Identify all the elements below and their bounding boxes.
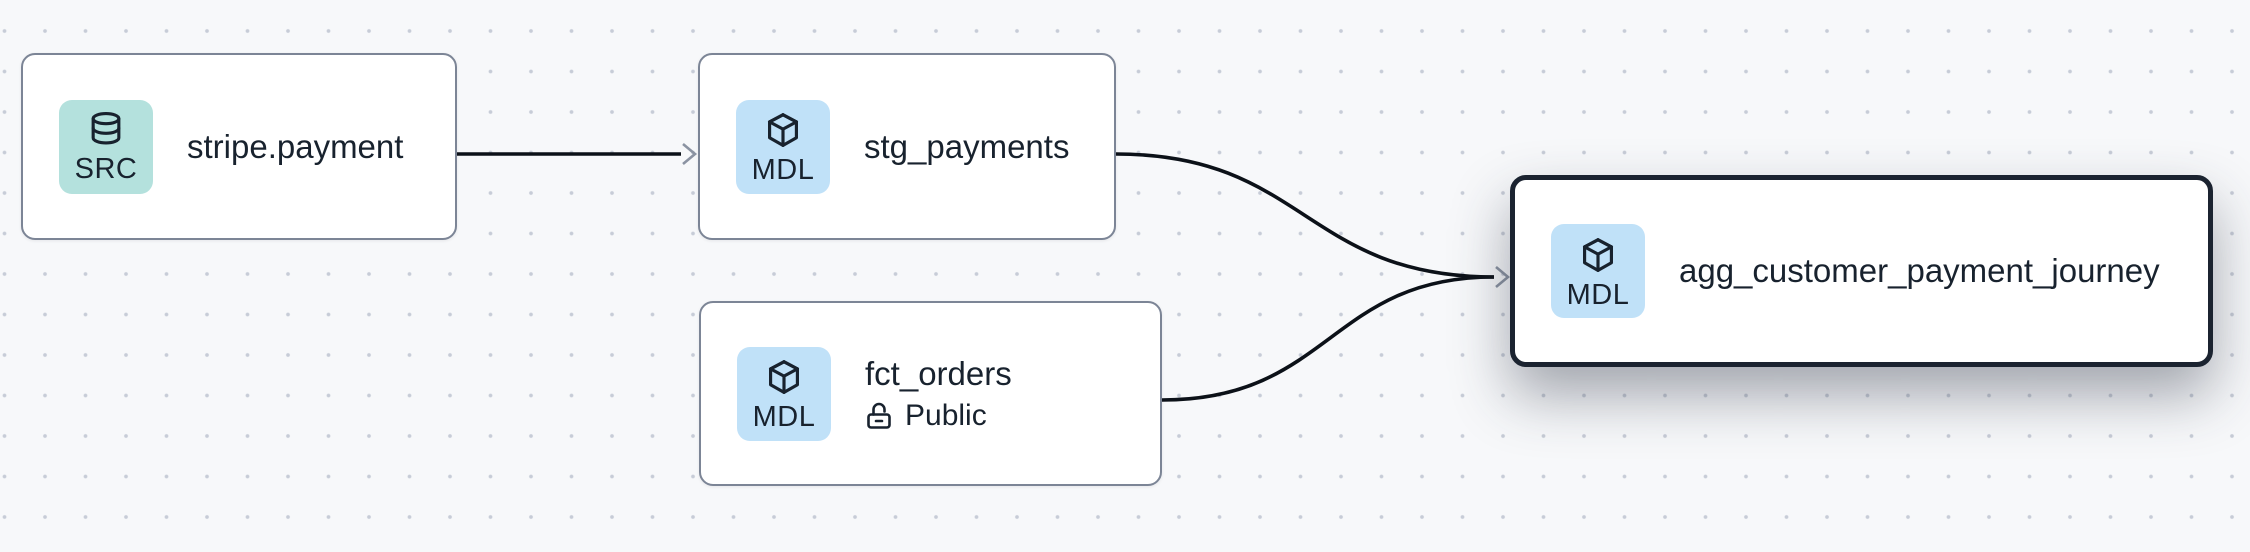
node-stg-payments[interactable]: MDL stg_payments xyxy=(698,53,1116,240)
badge-label: MDL xyxy=(751,154,815,186)
node-label: stripe.payment xyxy=(187,127,404,165)
edge-fct-orders-to-agg[interactable] xyxy=(1161,275,1495,402)
source-type-badge: SRC xyxy=(59,99,153,194)
model-type-badge: MDL xyxy=(737,346,831,441)
access-label: Public xyxy=(905,399,987,432)
node-label: fct_orders xyxy=(865,355,1012,392)
node-fct-orders[interactable]: MDL fct_orders Public xyxy=(699,301,1162,486)
model-type-badge: MDL xyxy=(1551,224,1645,318)
cube-icon xyxy=(1583,237,1613,272)
cube-icon xyxy=(769,360,799,394)
lock-open-icon xyxy=(867,402,891,429)
node-label: agg_customer_payment_journey xyxy=(1679,252,2160,289)
access-row: Public xyxy=(865,399,1012,433)
node-stripe-payment[interactable]: SRC stripe.payment xyxy=(21,53,457,240)
arrowhead-icon xyxy=(682,143,698,165)
badge-label: MDL xyxy=(1566,278,1630,311)
edge-stg-payments-to-agg[interactable] xyxy=(1115,152,1495,279)
database-icon xyxy=(91,112,121,145)
badge-label: MDL xyxy=(752,401,816,433)
node-label: stg_payments xyxy=(864,127,1070,165)
cube-icon xyxy=(768,113,798,147)
badge-label: SRC xyxy=(74,153,138,185)
model-type-badge: MDL xyxy=(736,99,830,194)
arrowhead-icon xyxy=(1495,266,1511,288)
node-agg-customer-payment-journey[interactable]: MDL agg_customer_payment_journey xyxy=(1510,175,2213,367)
